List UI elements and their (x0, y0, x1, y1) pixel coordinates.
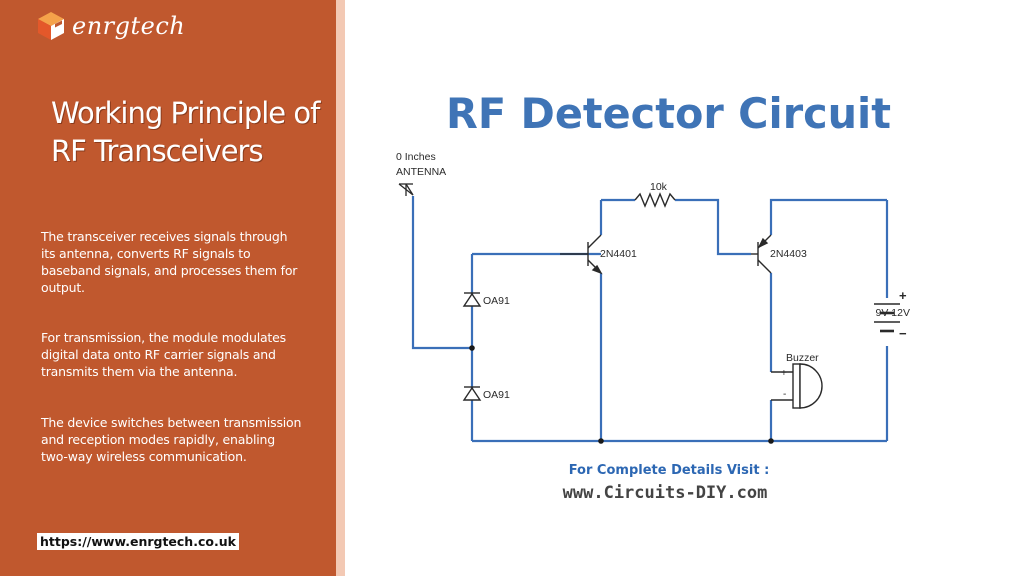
resistor-label: 10k (650, 181, 668, 193)
paragraph-transmission: For transmission, the module modulates d… (41, 330, 286, 379)
paragraph-reception: The transceiver receives signals through… (41, 229, 298, 295)
circuit-diagram: RF Detector Circuit 0 Inches ANTENNA (396, 89, 910, 503)
paragraph-switching: The device switches between transmission… (41, 415, 302, 464)
visit-url-text[interactable]: www.Circuits-DIY.com (563, 483, 768, 503)
transistor-pnp-symbol (751, 234, 772, 274)
buzzer-minus-sign: - (783, 389, 786, 400)
transistor-1-label: 2N4401 (600, 248, 637, 260)
diode-1-label: OA91 (483, 295, 510, 307)
buzzer-label: Buzzer (786, 352, 819, 364)
buzzer-symbol (771, 363, 823, 409)
transistor-2-label: 2N4403 (770, 248, 807, 260)
figure-title: RF Detector Circuit (446, 89, 891, 138)
footer-url-link[interactable]: https://www.enrgtech.co.uk (37, 533, 239, 550)
visit-details-text: For Complete Details Visit : (569, 463, 770, 478)
diode-1-symbol (462, 292, 482, 307)
left-panel: enrgtech Working Principle of RF Transce… (0, 0, 336, 576)
diode-2-label: OA91 (483, 389, 510, 401)
circuit-figure: RF Detector Circuit 0 Inches ANTENNA (390, 80, 910, 510)
brand-logo[interactable]: enrgtech (36, 10, 185, 42)
battery-symbol (874, 303, 900, 333)
circuit-junctions (469, 345, 774, 444)
resistor-symbol (634, 192, 676, 208)
antenna-label: ANTENNA (396, 166, 446, 178)
battery-voltage-label: 9V-12V (876, 307, 910, 319)
panel-divider (336, 0, 345, 576)
circuit-wires (411, 196, 889, 443)
brand-name: enrgtech (72, 12, 186, 40)
battery-plus-sign: + (899, 288, 907, 303)
slide-title: Working Principle of RF Transceivers (51, 96, 320, 168)
transistor-npn-symbol (570, 234, 603, 275)
brand-cube-icon (38, 12, 64, 40)
battery-minus-sign: − (899, 326, 907, 341)
diode-2-symbol (462, 386, 482, 401)
antenna-symbol (398, 183, 414, 196)
antenna-length-label: 0 Inches (396, 151, 436, 163)
buzzer-plus-sign: + (781, 368, 787, 379)
